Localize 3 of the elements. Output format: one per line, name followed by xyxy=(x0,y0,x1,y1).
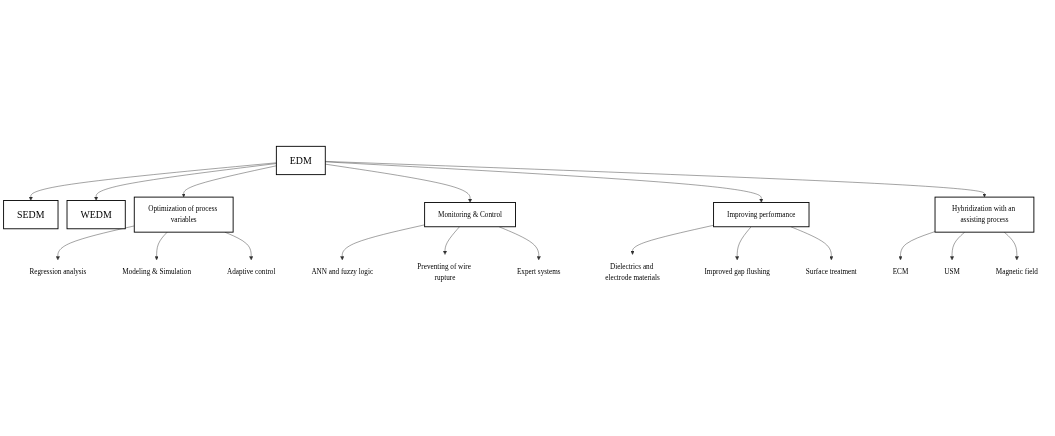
node-box: EDM xyxy=(275,145,326,176)
node-box: SEDM xyxy=(3,200,59,230)
node-box: WEDM xyxy=(66,200,126,230)
